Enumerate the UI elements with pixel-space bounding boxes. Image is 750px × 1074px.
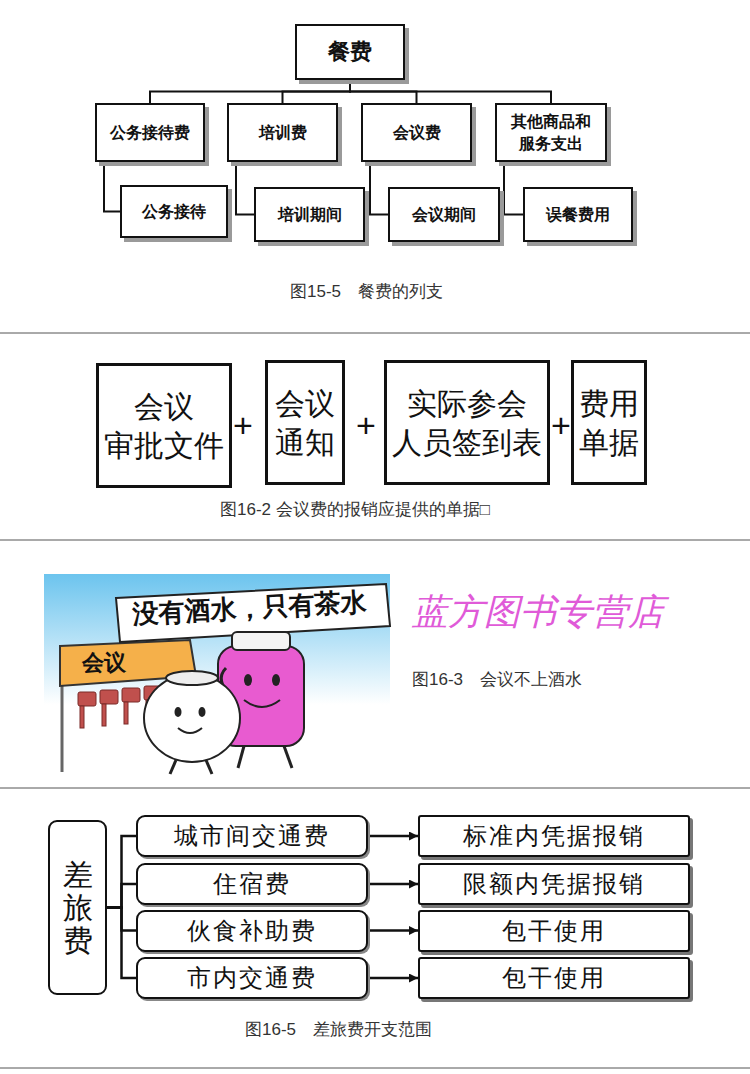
figure-caption: 图16-2 会议费的报销应提供的单据□ <box>220 498 490 521</box>
box-text: 误餐费用 <box>546 204 610 226</box>
box-text: 伙食补助费 <box>187 915 317 947</box>
connector <box>368 883 418 886</box>
rule-box: 限额内凭据报销 <box>418 863 690 905</box>
rule-box: 包干使用 <box>418 910 690 952</box>
box-text: 会议 审批文件 <box>104 387 224 465</box>
connector <box>368 835 418 838</box>
document-box: 费用 单据 <box>571 360 647 485</box>
plus-sign: + <box>356 406 376 445</box>
document-box: 会议 审批文件 <box>96 363 232 488</box>
expense-box: 住宿费 <box>136 863 368 905</box>
document-box: 实际参会 人员签到表 <box>384 360 550 485</box>
category-box: 其他商品和 服务支出 <box>495 103 607 162</box>
category-box: 公务接待费 <box>95 103 205 162</box>
box-text: 住宿费 <box>213 868 291 900</box>
connector <box>104 162 120 212</box>
box-text: 培训费 <box>259 122 307 144</box>
connector <box>370 162 388 215</box>
document-box: 会议 通知 <box>265 360 345 485</box>
box-text: 会议费 <box>393 122 441 144</box>
rule-box: 标准内凭据报销 <box>418 815 690 857</box>
box-text: 会议 通知 <box>275 384 335 462</box>
root-box: 差旅费 <box>48 820 107 995</box>
watermark: 蓝方图书专营店 <box>412 588 664 637</box>
sign-text: 没有酒水，只有茶水 <box>132 585 368 632</box>
case-box: 公务接待 <box>120 185 228 238</box>
box-text: 公务接待 <box>142 201 206 223</box>
connector <box>283 80 351 103</box>
connector <box>107 884 136 908</box>
box-text: 城市间交通费 <box>174 820 330 852</box>
connector <box>236 162 254 215</box>
category-box: 会议费 <box>361 103 472 162</box>
box-text: 限额内凭据报销 <box>463 868 645 900</box>
box-text: 包干使用 <box>502 915 606 947</box>
box-text: 实际参会 人员签到表 <box>392 384 542 462</box>
expense-box: 市内交通费 <box>136 957 368 999</box>
expense-box: 伙食补助费 <box>136 910 368 952</box>
box-text: 费用 单据 <box>579 384 639 462</box>
category-box: 培训费 <box>227 103 338 162</box>
case-box: 会议期间 <box>388 187 500 242</box>
figure-caption: 图16-5 差旅费开支范围 <box>245 1018 432 1041</box>
box-text: 其他商品和 服务支出 <box>511 111 591 154</box>
rule-box: 包干使用 <box>418 957 690 999</box>
figure-caption: 图16-3 会议不上酒水 <box>412 668 582 691</box>
box-text: 标准内凭据报销 <box>463 820 645 852</box>
expense-box: 城市间交通费 <box>136 815 368 857</box>
banner-text: 会议 <box>82 648 126 678</box>
box-text: 公务接待费 <box>110 122 190 144</box>
box-text: 培训期间 <box>278 204 342 226</box>
root-box: 餐费 <box>295 24 405 80</box>
case-box: 培训期间 <box>254 187 365 242</box>
connector <box>504 162 523 215</box>
separators <box>0 333 750 1068</box>
cup-figure <box>144 671 240 774</box>
box-text: 市内交通费 <box>187 962 317 994</box>
figure-caption: 图15-5 餐费的列支 <box>290 280 443 303</box>
connector <box>107 836 136 908</box>
meeting-cartoon <box>44 574 390 775</box>
connector <box>150 80 350 103</box>
case-box: 误餐费用 <box>523 187 633 242</box>
box-text: 包干使用 <box>502 962 606 994</box>
connector <box>368 977 418 980</box>
connector <box>368 929 418 932</box>
box-text: 会议期间 <box>412 204 476 226</box>
plus-sign: + <box>551 406 571 445</box>
box-text: 餐费 <box>328 37 372 67</box>
box-text: 差旅费 <box>63 858 93 957</box>
plus-sign: + <box>233 406 253 445</box>
connector <box>107 908 136 979</box>
connector <box>350 80 551 103</box>
